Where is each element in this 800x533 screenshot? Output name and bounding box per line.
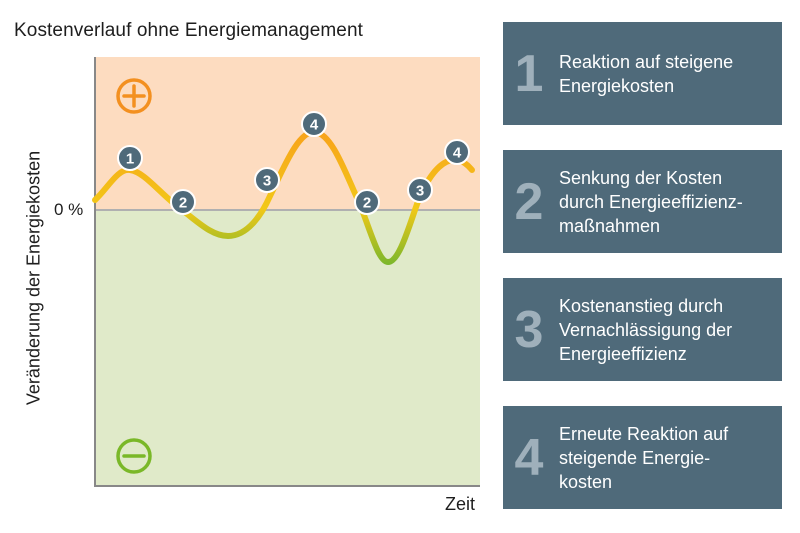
marker-circle [170,189,196,215]
legend-item-1: 1 Reaktion auf steigene Energiekosten [503,22,782,125]
legend-text: Kostenanstieg durch Vernachlässigung der… [559,295,733,364]
negative-zone [95,210,480,486]
zero-percent-label: 0 % [54,200,84,219]
marker-group: 1 2 3 4 2 3 4 [117,111,470,215]
marker-circle [444,139,470,165]
legend-text: Senkung der Kosten durch Energieeffizien… [559,167,743,236]
marker-label: 4 [310,117,319,134]
marker-label: 4 [453,145,462,162]
marker-label: 2 [179,195,187,212]
marker-6: 3 [407,177,433,203]
x-axis-label: Zeit [445,494,476,514]
marker-circle [354,189,380,215]
marker-2: 2 [170,189,196,215]
marker-circle [254,167,280,193]
legend-text: Erneute Reaktion auf steigende Energie- … [559,423,729,492]
marker-4: 4 [301,111,327,137]
legend-number: 2 [514,172,544,231]
marker-5: 2 [354,189,380,215]
chart-title: Kostenverlauf ohne Energiemanagement [14,20,363,41]
marker-circle [301,111,327,137]
marker-3: 3 [254,167,280,193]
legend-number: 1 [514,44,544,103]
marker-circle [117,145,143,171]
marker-label: 2 [363,195,371,212]
minus-icon [116,438,152,474]
marker-label: 3 [263,173,271,190]
marker-1: 1 [117,145,143,171]
marker-label: 3 [416,183,424,200]
plus-icon [116,78,152,114]
legend-text: Reaktion auf steigene Energiekosten [559,51,734,96]
legend-item-4: 4 Erneute Reaktion auf steigende Energie-… [503,406,782,509]
legend-item-3: 3 Kostenanstieg durch Vernachlässigung de… [503,278,782,381]
marker-label: 1 [126,151,134,168]
legend-number: 3 [514,300,544,359]
marker-7: 4 [444,139,470,165]
legend-item-2: 2 Senkung der Kosten durch Energieeffizie… [503,150,782,253]
marker-circle [407,177,433,203]
legend-number: 4 [514,428,544,487]
